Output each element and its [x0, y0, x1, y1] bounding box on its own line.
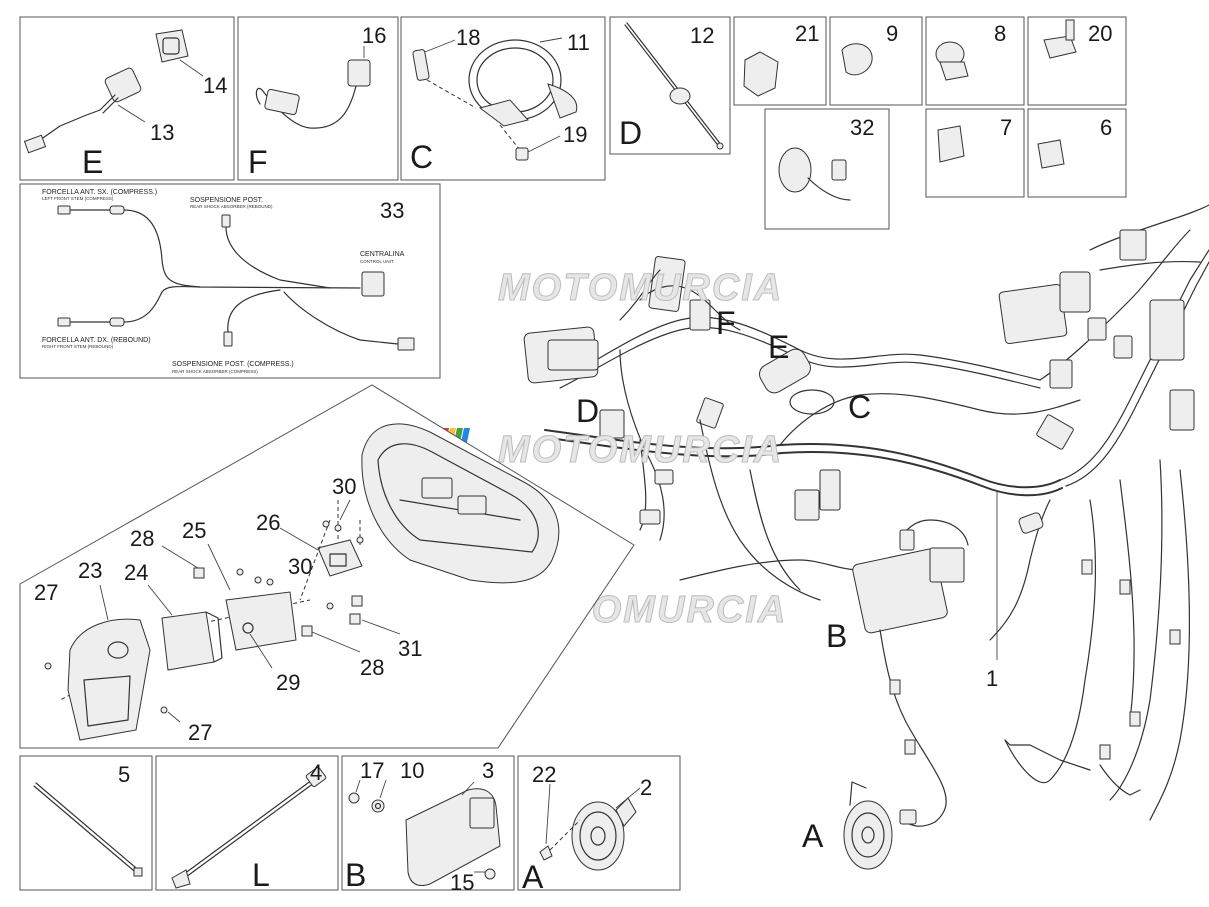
part-number-30-b: 30 [288, 554, 312, 579]
panel-20: 20 [1027, 16, 1127, 106]
panel-5: 5 [19, 755, 153, 891]
part-number-12: 12 [690, 23, 714, 48]
panel-letter-l: L [252, 857, 270, 893]
part-number-7: 7 [1000, 115, 1012, 140]
part-number-1: 1 [986, 666, 998, 691]
part-number-31: 31 [398, 636, 422, 661]
main-wiring-harness [523, 204, 1209, 870]
part-number-6: 6 [1100, 115, 1112, 140]
panel-letter-f: F [248, 144, 268, 180]
part-number-3: 3 [482, 758, 494, 783]
part-number-28-a: 28 [130, 526, 154, 551]
part-number-27-b: 27 [188, 720, 212, 745]
part-number-11: 11 [567, 30, 590, 55]
part-number-21: 21 [795, 21, 819, 46]
watermark-text-1: MOTOMURCIA [498, 267, 783, 309]
part-number-8: 8 [994, 21, 1006, 46]
part-number-22: 22 [532, 762, 556, 787]
label-ecu-en: CONTROL UNIT [360, 259, 394, 264]
label-fork-right-it: FORCELLA ANT. DX. (REBOUND) [42, 337, 151, 344]
label-shock-rebound-it: SOSPENSIONE POST. [190, 197, 263, 204]
part-number-16: 16 [362, 23, 386, 48]
panel-c: 18 11 19 C [400, 16, 606, 181]
part-number-25: 25 [182, 518, 206, 543]
part-number-27-a: 27 [34, 580, 58, 605]
panel-headlight: 23 24 25 26 27 27 28 28 29 30 30 31 [19, 384, 635, 749]
label-shock-compress-en: REAR SHOCK ABSORBER (COMPRESS) [172, 369, 258, 374]
part-number-20: 20 [1088, 21, 1112, 46]
panel-9: 9 [829, 16, 923, 106]
panel-letter-b: B [345, 857, 366, 893]
part-number-10: 10 [400, 758, 424, 783]
panel-letter-d: D [619, 115, 642, 151]
part-number-13: 13 [150, 120, 174, 145]
main-letter-f: F [716, 305, 736, 341]
part-number-4: 4 [310, 760, 322, 785]
panel-letter-a: A [522, 859, 544, 895]
main-letter-a: A [802, 818, 824, 854]
part-number-32: 32 [850, 115, 874, 140]
panel-letter-c: C [410, 139, 433, 175]
part-number-28-b: 28 [360, 655, 384, 680]
part-number-29: 29 [276, 670, 300, 695]
panel-6: 6 [1027, 108, 1127, 198]
main-letter-c: C [848, 389, 871, 425]
panel-a: 22 2 A [517, 755, 681, 895]
label-shock-rebound-en: REAR SHOCK ABSORBER (REBOUND) [190, 204, 273, 209]
part-number-9: 9 [886, 21, 898, 46]
part-number-33: 33 [380, 198, 404, 223]
panel-7: 7 [925, 108, 1025, 198]
part-number-30-a: 30 [332, 474, 356, 499]
panel-33: 33 FORCELLA ANT. SX. (COMPRESS.) LEFT FR… [19, 183, 441, 379]
panel-letter-e: E [82, 144, 103, 180]
panel-8: 8 [925, 16, 1025, 106]
label-fork-left-it: FORCELLA ANT. SX. (COMPRESS.) [42, 189, 157, 196]
part-number-17: 17 [360, 758, 384, 783]
part-number-24: 24 [124, 560, 148, 585]
part-number-18: 18 [456, 25, 480, 50]
label-fork-left-en: LEFT FRONT STEM (COMPRESS) [42, 196, 114, 201]
part-number-2: 2 [640, 775, 652, 800]
panel-21: 21 [733, 16, 827, 106]
watermark-text-2: MOTOMURCIA [498, 429, 783, 471]
part-number-14: 14 [203, 73, 227, 98]
panel-d: 12 D [609, 16, 731, 155]
main-letter-b: B [826, 618, 847, 654]
part-number-5: 5 [118, 762, 130, 787]
main-letter-d: D [576, 393, 599, 429]
label-fork-right-en: RIGHT FRONT STEM (REBOUND) [42, 344, 114, 349]
panel-4: 4 L [155, 755, 339, 893]
part-number-19: 19 [563, 122, 587, 147]
panel-32: 32 [764, 108, 890, 230]
main-letter-e: E [768, 329, 789, 365]
part-number-23: 23 [78, 558, 102, 583]
part-number-26: 26 [256, 510, 280, 535]
label-shock-compress-it: SOSPENSIONE POST. (COMPRESS.) [172, 361, 294, 368]
label-ecu-it: CENTRALINA [360, 251, 405, 258]
panel-b: 17 10 3 15 B [341, 755, 515, 895]
panel-f: 16 F [237, 16, 399, 181]
panel-e: 14 13 E [19, 16, 235, 181]
part-number-15: 15 [450, 870, 474, 895]
